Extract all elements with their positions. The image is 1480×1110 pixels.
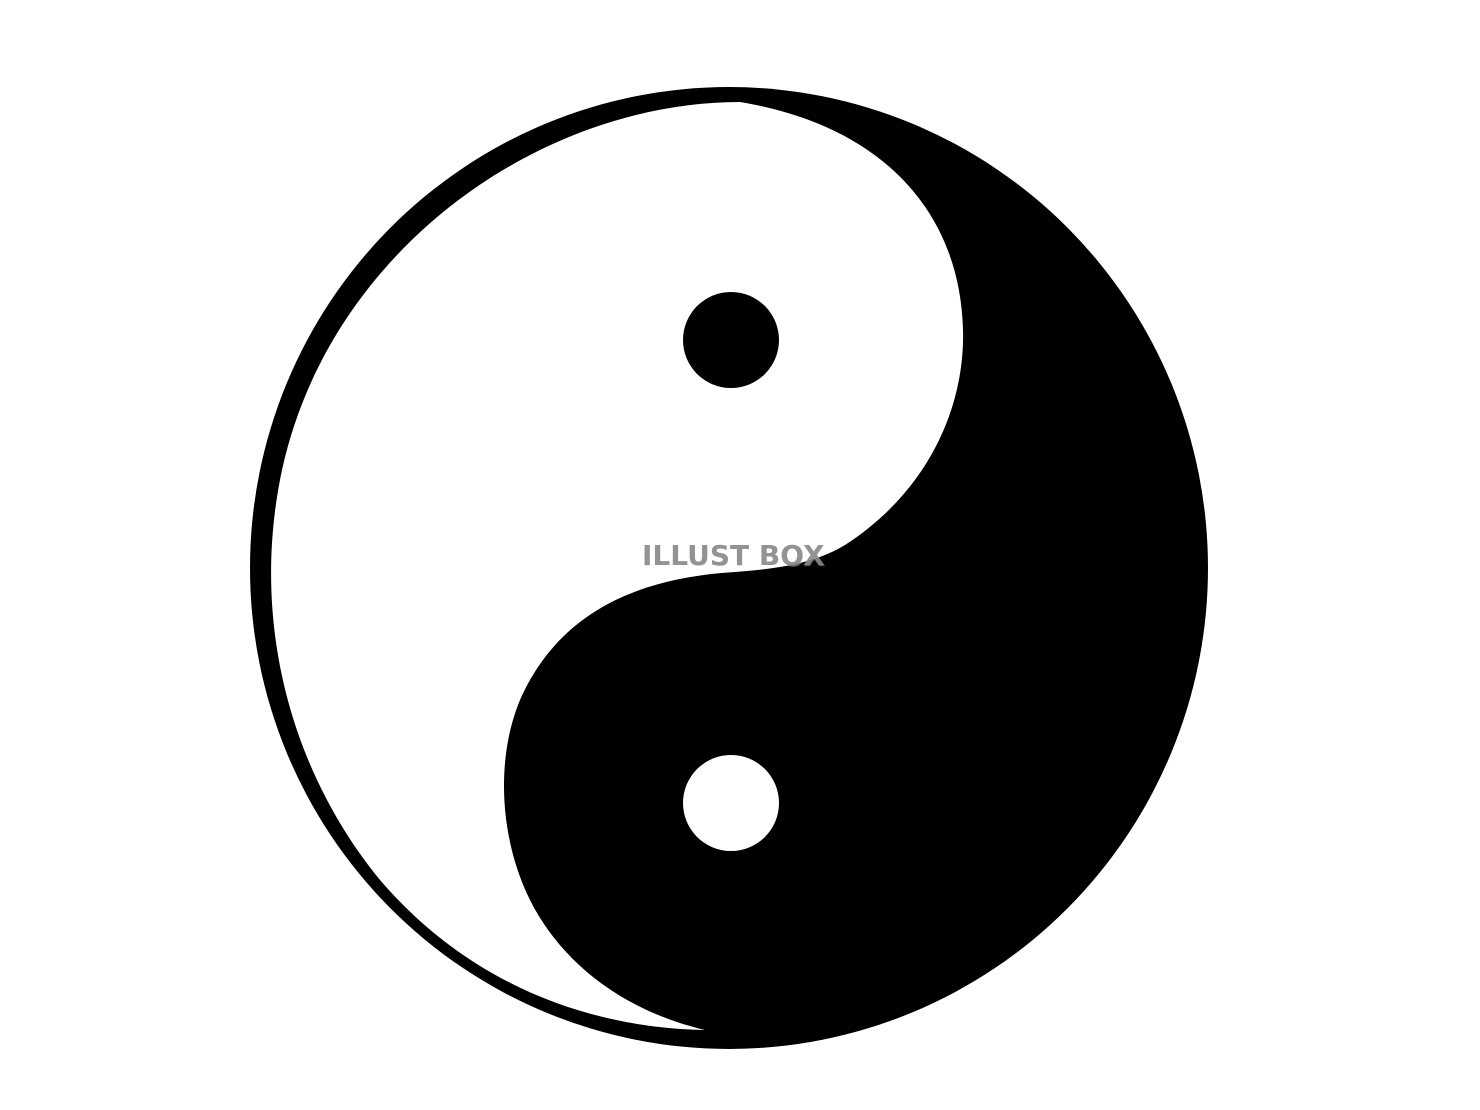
yang-dot: [683, 292, 779, 388]
yin-dot: [683, 755, 779, 851]
yang-region: [271, 102, 964, 1030]
watermark-text: ILLUST BOX: [642, 539, 825, 572]
